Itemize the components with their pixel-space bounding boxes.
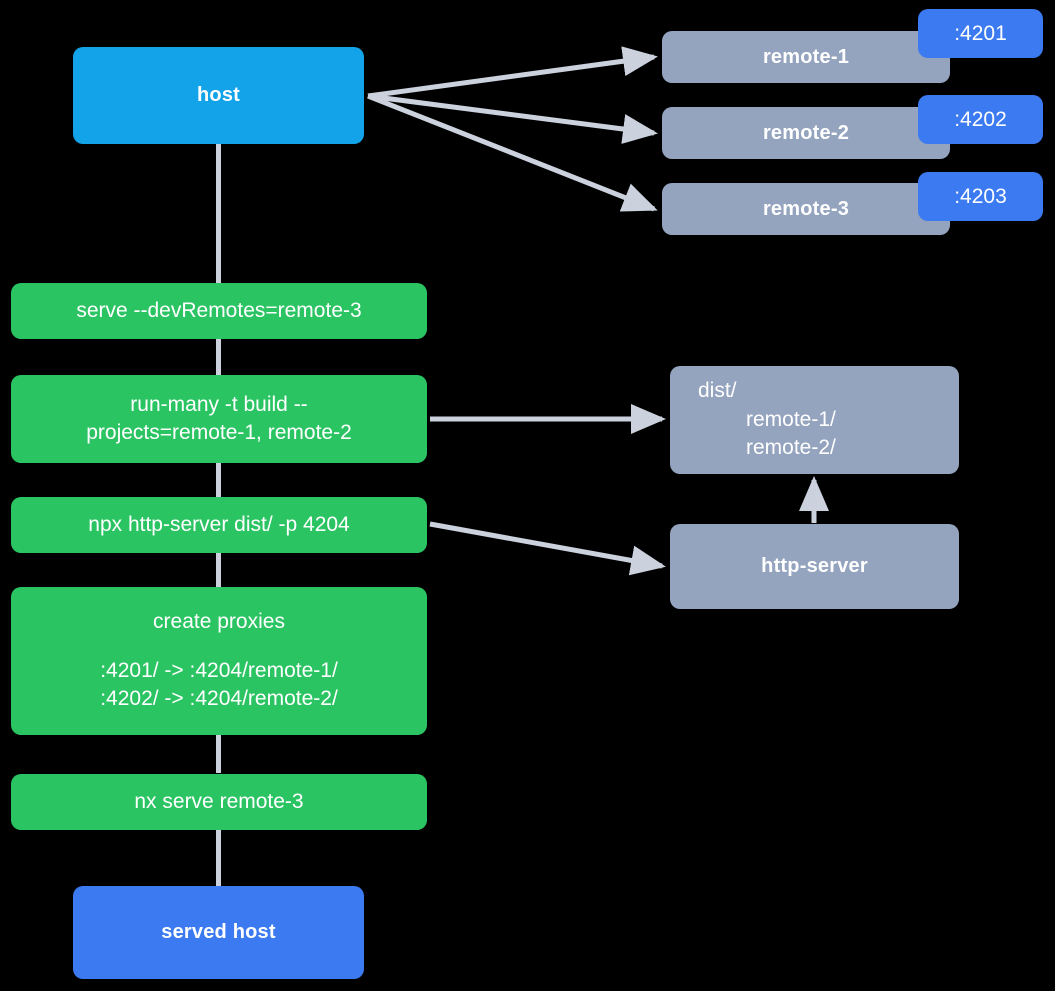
node-command-run-many-line2: projects=remote-1, remote-2 bbox=[86, 421, 352, 444]
badge-port-4203: :4203 bbox=[918, 172, 1043, 221]
node-command-nx-serve-remote-3[interactable]: nx serve remote-3 bbox=[11, 774, 427, 830]
connector-npx-to-proxies bbox=[216, 548, 221, 590]
node-remote-1[interactable]: remote-1 bbox=[662, 31, 950, 83]
node-dist-folder-line3: remote-2/ bbox=[746, 436, 836, 460]
node-http-server[interactable]: http-server bbox=[670, 524, 959, 609]
node-command-create-proxies[interactable]: create proxies :4201/ -> :4204/remote-1/… bbox=[11, 587, 427, 735]
badge-port-4202: :4202 bbox=[918, 95, 1043, 144]
node-remote-3-label: remote-3 bbox=[762, 197, 850, 220]
node-command-npx-http-server[interactable]: npx http-server dist/ -p 4204 bbox=[11, 497, 427, 553]
node-dist-folder-line2: remote-1/ bbox=[746, 407, 836, 431]
node-command-create-proxies-title: create proxies bbox=[153, 610, 285, 634]
badge-port-4203-label: :4203 bbox=[954, 184, 1007, 208]
badge-port-4201-label: :4201 bbox=[954, 21, 1007, 45]
node-remote-1-label: remote-1 bbox=[762, 45, 850, 68]
node-command-create-proxies-line1: :4201/ -> :4204/remote-1/ bbox=[100, 658, 338, 682]
node-served-host-label: served host bbox=[161, 921, 276, 943]
connector-host-to-serve bbox=[216, 140, 221, 286]
node-command-run-many-line1: run-many -t build -- bbox=[130, 392, 308, 416]
node-remote-2-label: remote-2 bbox=[762, 121, 850, 144]
node-served-host[interactable]: served host bbox=[73, 886, 364, 979]
badge-port-4201: :4201 bbox=[918, 9, 1043, 58]
node-remote-3[interactable]: remote-3 bbox=[662, 183, 950, 235]
connector-serve-to-runmany bbox=[216, 336, 221, 378]
node-command-nx-serve-remote-3-label: nx serve remote-3 bbox=[134, 789, 304, 813]
node-command-npx-http-server-label: npx http-server dist/ -p 4204 bbox=[88, 512, 350, 536]
node-dist-folder[interactable]: dist/ remote-1/ remote-2/ bbox=[670, 366, 959, 474]
node-host[interactable]: host bbox=[73, 47, 364, 144]
node-http-server-label: http-server bbox=[761, 555, 868, 577]
connector-nxserve-to-servedhost bbox=[216, 830, 221, 888]
node-command-serve-devremotes[interactable]: serve --devRemotes=remote-3 bbox=[11, 283, 427, 339]
node-command-create-proxies-line2: :4202/ -> :4204/remote-2/ bbox=[100, 687, 338, 711]
node-command-run-many[interactable]: run-many -t build -- projects=remote-1, … bbox=[11, 375, 427, 463]
node-dist-folder-line1: dist/ bbox=[698, 379, 737, 403]
node-command-serve-devremotes-label: serve --devRemotes=remote-3 bbox=[76, 298, 362, 322]
connector-runmany-to-npx bbox=[216, 460, 221, 502]
connector-proxies-to-nxserve bbox=[216, 731, 221, 773]
node-host-label: host bbox=[196, 84, 241, 106]
badge-port-4202-label: :4202 bbox=[954, 107, 1007, 131]
node-remote-2[interactable]: remote-2 bbox=[662, 107, 950, 159]
